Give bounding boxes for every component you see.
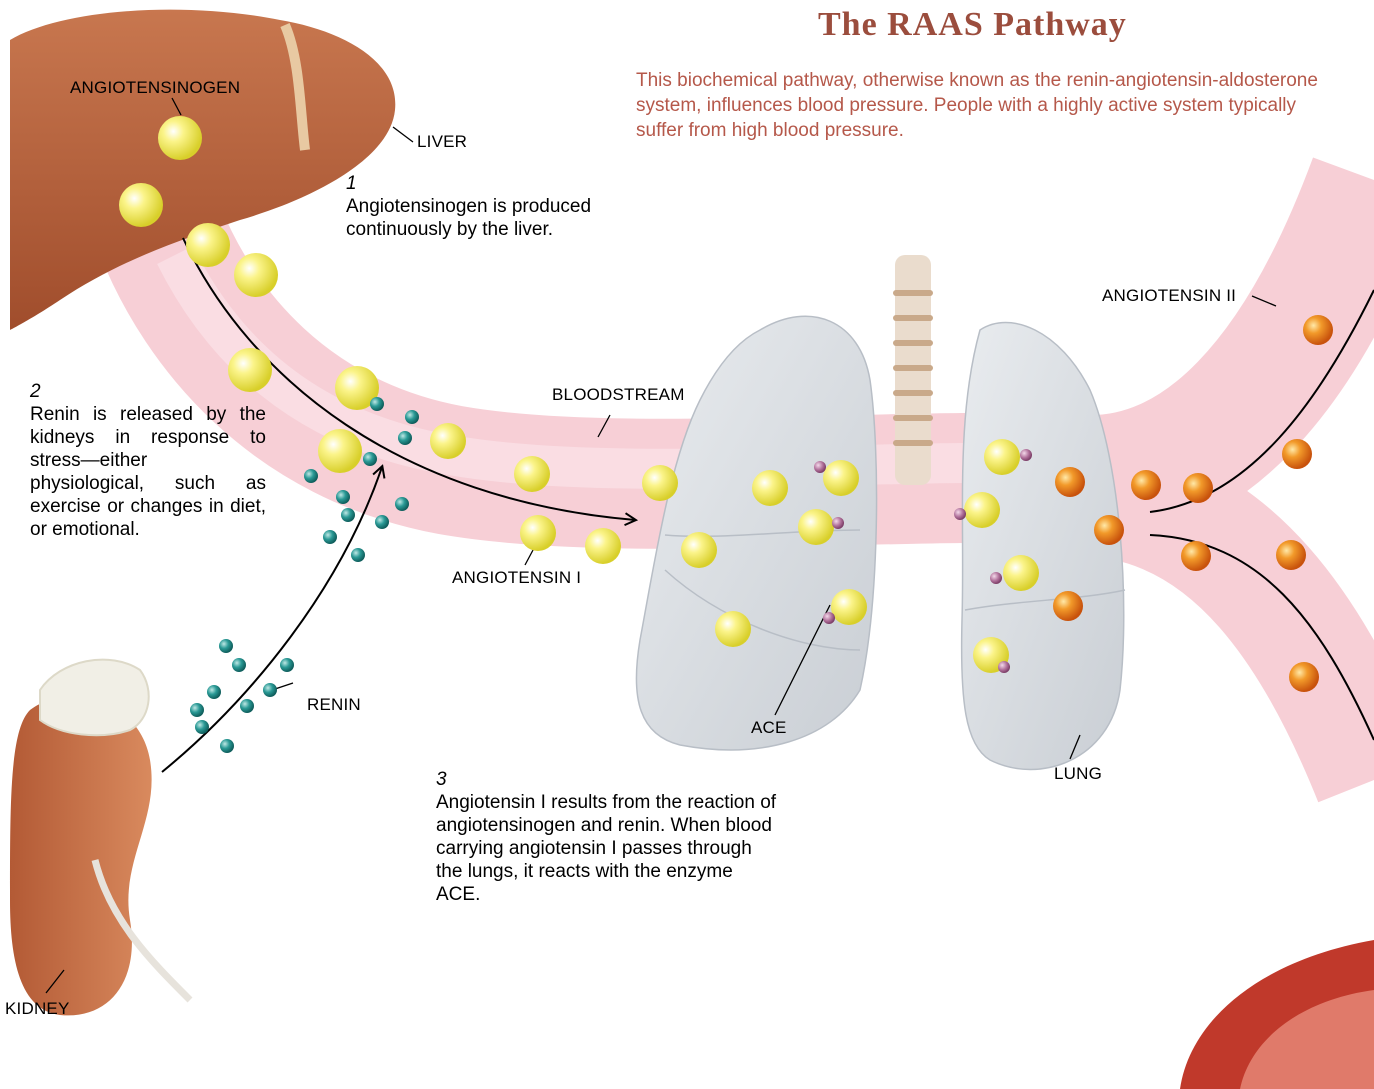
intro-text: This biochemical pathway, otherwise know… [636, 68, 1326, 143]
adrenal-gland [40, 660, 149, 736]
label-lung: LUNG [1054, 764, 1102, 784]
step-3: 3 Angiotensin I results from the reactio… [436, 768, 781, 906]
label-kidney: KIDNEY [5, 999, 70, 1019]
label-angiotensinogen: ANGIOTENSINOGEN [70, 78, 240, 98]
step-2-text: Renin is released by the kidneys in resp… [30, 404, 266, 540]
label-bloodstream: BLOODSTREAM [552, 385, 685, 405]
label-angiotensin-i: ANGIOTENSIN I [452, 568, 581, 588]
label-angiotensin-ii: ANGIOTENSIN II [1102, 286, 1236, 306]
page-title: The RAAS Pathway [818, 6, 1127, 44]
step-1-number: 1 [346, 172, 646, 195]
bloodstream-branch-lower [1120, 500, 1374, 780]
kidney-organ [10, 696, 152, 1015]
step-1: 1 Angiotensinogen is produced continuous… [346, 172, 646, 241]
left-lung [636, 316, 876, 750]
step-2: 2 Renin is released by the kidneys in re… [30, 380, 266, 541]
label-renin: RENIN [307, 695, 361, 715]
label-liver: LIVER [417, 132, 467, 152]
step-2-number: 2 [30, 380, 266, 403]
label-ace: ACE [751, 718, 787, 738]
step-1-text: Angiotensinogen is produced continuously… [346, 196, 591, 240]
step-3-text: Angiotensin I results from the reaction … [436, 792, 776, 905]
right-lung [962, 323, 1124, 770]
step-3-number: 3 [436, 768, 781, 791]
